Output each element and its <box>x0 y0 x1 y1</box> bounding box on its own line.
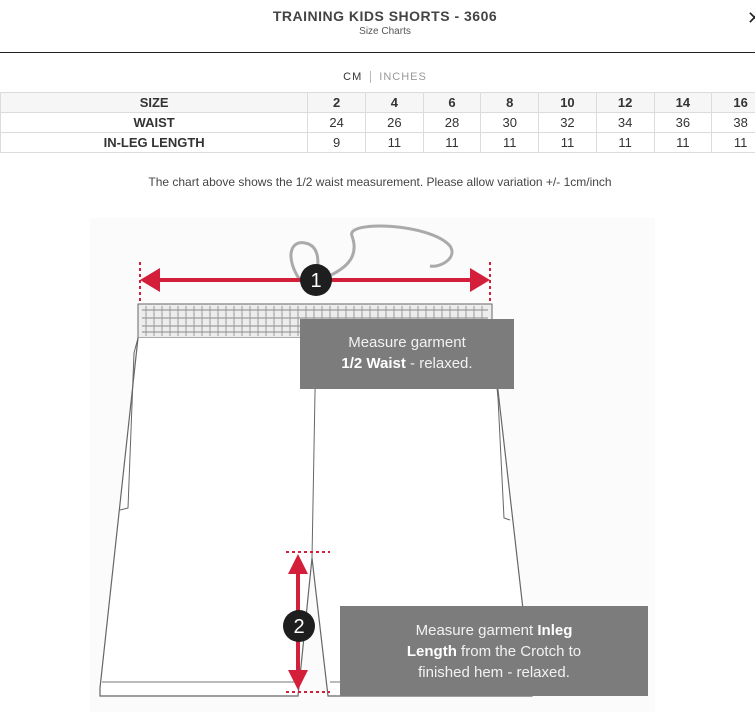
table-row: IN-LEG LENGTH 9 11 11 11 11 11 11 11 <box>0 132 755 153</box>
waist-arrowhead-left <box>140 268 160 292</box>
waist-arrowhead-right <box>470 268 490 292</box>
table-cell: 11 <box>364 132 424 153</box>
inleg-instruction-text-a: Measure garment <box>415 622 538 639</box>
measurement-note: The chart above shows the 1/2 waist meas… <box>148 175 612 189</box>
unit-toggle: CM INCHES <box>0 71 755 84</box>
inleg-instruction-line3: finished hem - relaxed. <box>418 664 570 681</box>
marker-2-circle <box>283 610 315 642</box>
measurement-diagram: 1 2 Measure garment 1/2 Waist - relaxed.… <box>90 218 655 712</box>
table-cell: 4 <box>364 92 424 113</box>
close-icon[interactable]: ✕ <box>747 8 755 28</box>
unit-cm-button[interactable]: CM <box>343 71 363 83</box>
unit-divider <box>370 71 372 84</box>
drawstring-right <box>319 224 454 282</box>
waist-instruction-line1: Measure garment <box>348 334 466 351</box>
table-cell: 32 <box>538 112 597 133</box>
table-cell: 30 <box>480 112 540 133</box>
table-cell: 11 <box>595 132 655 153</box>
table-cell: 11 <box>538 132 597 153</box>
waist-instruction-bold: 1/2 Waist <box>341 355 406 372</box>
pocket-left <box>119 337 139 511</box>
inleg-instruction-text-b: from the Crotch to <box>456 643 582 660</box>
table-cell: 6 <box>422 92 482 113</box>
marker-1-label: 1 <box>310 270 321 292</box>
table-cell: 28 <box>422 112 482 133</box>
marker-2-label: 2 <box>293 616 304 638</box>
waist-instruction-box: Measure garment 1/2 Waist - relaxed. <box>300 319 514 389</box>
table-cell: 36 <box>653 112 713 133</box>
table-cell: 11 <box>480 132 540 153</box>
inleg-arrowhead-bottom <box>288 670 308 690</box>
marker-1-circle <box>300 264 332 296</box>
table-cell: 2 <box>307 92 366 113</box>
table-cell: 8 <box>480 92 540 113</box>
table-cell: 11 <box>653 132 713 153</box>
table-cell: 16 <box>711 92 755 113</box>
table-cell: 11 <box>711 132 755 153</box>
unit-inches-button[interactable]: INCHES <box>379 71 427 83</box>
table-cell: 24 <box>307 112 366 133</box>
waistband-stitching <box>142 309 488 333</box>
table-cell: 12 <box>595 92 655 113</box>
inleg-arrowhead-top <box>288 554 308 574</box>
waist-instruction-rest: - relaxed. <box>405 355 473 372</box>
row-label: IN-LEG LENGTH <box>0 132 309 153</box>
table-cell: 34 <box>595 112 655 133</box>
page-subtitle: Size Charts <box>359 26 411 37</box>
inleg-instruction-box: Measure garment Inleg Length from the Cr… <box>340 606 648 696</box>
row-label: WAIST <box>0 112 309 133</box>
table-row: WAIST 24 26 28 30 32 34 36 38 <box>0 112 755 133</box>
table-row: SIZE 2 4 6 8 10 12 14 16 <box>0 92 755 113</box>
inleg-instruction-line2: Length from the Crotch to <box>340 641 648 662</box>
table-cell: 11 <box>422 132 482 153</box>
table-cell: 26 <box>364 112 424 133</box>
table-cell: 38 <box>711 112 755 133</box>
table-cell: 14 <box>653 92 713 113</box>
modal-header: TRAINING KIDS SHORTS - 3606 Size Charts … <box>0 0 755 53</box>
size-chart-table: SIZE 2 4 6 8 10 12 14 16 WAIST 24 26 28 … <box>0 92 755 153</box>
inleg-instruction-bold-b: Length <box>406 643 457 660</box>
row-label: SIZE <box>0 92 309 113</box>
inleg-instruction-bold-a: Inleg <box>537 622 573 639</box>
waist-instruction-line2: 1/2 Waist - relaxed. <box>300 353 514 374</box>
table-cell: 9 <box>307 132 366 153</box>
page-title: TRAINING KIDS SHORTS - 3606 <box>272 8 498 24</box>
table-cell: 10 <box>538 92 597 113</box>
inleg-instruction-line1: Measure garment Inleg <box>340 620 648 641</box>
